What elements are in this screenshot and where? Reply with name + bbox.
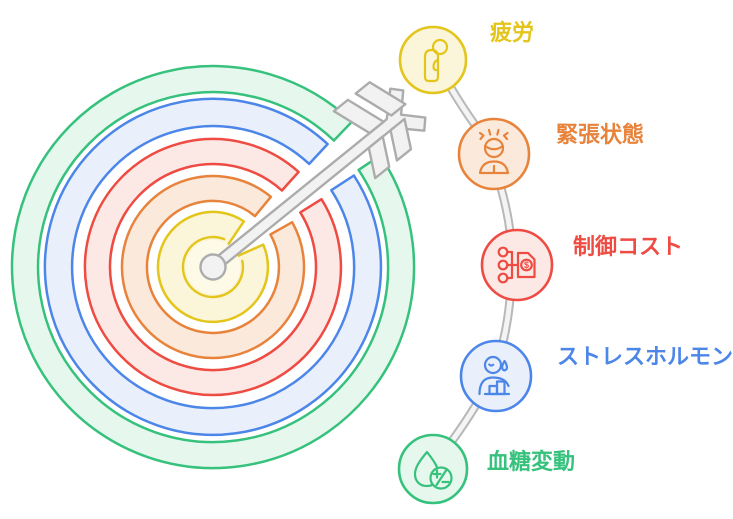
dollar-sign: $ [524, 260, 529, 270]
connector-4 [447, 400, 481, 446]
node-fatigue [398, 25, 468, 95]
glucose-variation-icon [413, 450, 453, 490]
node-label-fatigue: 疲労 [490, 20, 534, 45]
arrow-fletching-bottom-2 [389, 117, 413, 162]
node-label-stress-hormone: ストレスホルモン [557, 344, 733, 369]
node-label-glucose-variation: 血糖変動 [487, 449, 575, 474]
tired-person-icon [423, 38, 449, 83]
node-labels: 疲労 緊張状態 制御コスト ストレスホルモン 血糖変動 [487, 20, 733, 474]
connector-3 [498, 294, 515, 347]
stressed-person-icon [478, 128, 510, 175]
node-stress-hormone [459, 339, 533, 413]
node-fatigue-circle [398, 25, 468, 95]
node-tension-circle [457, 117, 531, 191]
node-tension [457, 117, 531, 191]
stress-hormone-icon [478, 355, 511, 396]
arrow [199, 81, 427, 281]
target-inner-ring [181, 235, 245, 299]
target-ring-red [83, 137, 343, 397]
arrow-pivot-circle [199, 253, 227, 281]
node-connectors [446, 83, 515, 446]
target-ring-orange [120, 174, 306, 360]
connector-1 [446, 83, 480, 130]
node-stress-hormone-circle [459, 339, 533, 413]
node-control-cost: $ [480, 228, 554, 302]
target-ring-blue [43, 97, 383, 437]
node-label-tension: 緊張状態 [556, 122, 644, 147]
bullseye-target [10, 64, 427, 470]
node-glucose-variation [397, 433, 469, 505]
node-glucose-variation-circle [397, 433, 469, 505]
arrow-fletching-bottom-1 [367, 135, 391, 180]
arrow-fletching-top-1 [332, 98, 385, 135]
connector-2 [496, 183, 515, 236]
node-label-control-cost: 制御コスト [573, 234, 683, 259]
arrow-fletching-top-2 [354, 81, 407, 117]
control-cost-icon: $ [497, 246, 536, 284]
